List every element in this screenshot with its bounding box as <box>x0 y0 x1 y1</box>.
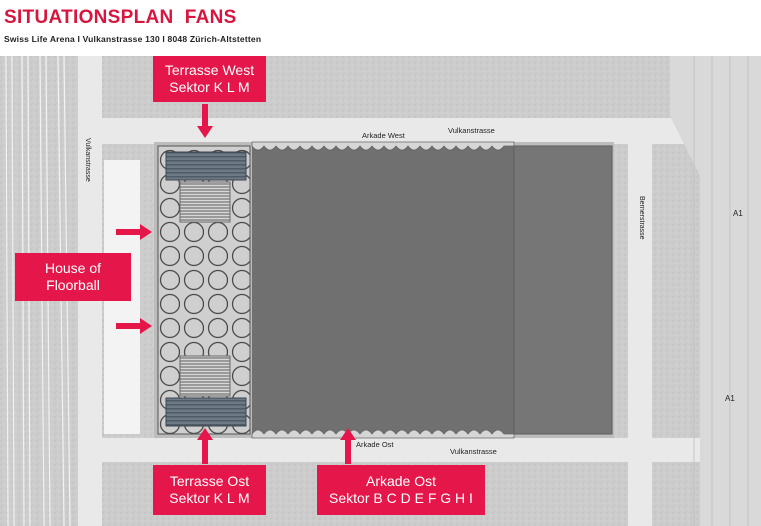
map-label-arkade-ost: Arkade Ost <box>356 440 394 449</box>
arrow-floorball-top <box>116 224 152 240</box>
road-label-a1-bottom: A1 <box>725 394 735 403</box>
callout-arkade-ost: Arkade Ost Sektor B C D E F G H I <box>317 465 485 515</box>
stair-pavilion-top <box>179 181 231 223</box>
stair-pavilion-bottom <box>179 355 231 397</box>
arrow-arkade-ost <box>340 428 356 464</box>
arrow-terrasse-west <box>197 104 213 138</box>
callout-house-of-floorball: House of Floorball <box>15 253 131 301</box>
callout-arkade-ost-line1: Arkade Ost <box>365 473 437 489</box>
street-label-bernerstrasse: Bernerstrasse <box>638 196 645 240</box>
arkade-west-edge <box>251 141 515 151</box>
callout-terrasse-west-line2: Sektor K L M <box>169 79 250 95</box>
arena-roof-east <box>513 145 613 435</box>
header: SITUATIONSPLAN FANS Swiss Life Arena I V… <box>0 0 761 56</box>
callout-terrasse-west: Terrasse West Sektor K L M <box>153 56 266 102</box>
street-label-vulkanstrasse-top: Vulkanstrasse <box>448 126 495 135</box>
seating-block-west-top <box>165 151 247 181</box>
callout-terrasse-ost-line1: Terrasse Ost <box>169 473 250 489</box>
callout-house-of-floorball-line1: House of <box>44 260 102 276</box>
road-label-a1-top: A1 <box>733 209 743 218</box>
callout-terrasse-west-line1: Terrasse West <box>164 62 255 78</box>
callout-arkade-ost-line2: Sektor B C D E F G H I <box>329 490 473 506</box>
street-label-vulkanstrasse-bottom: Vulkanstrasse <box>450 447 497 456</box>
road-edges <box>693 56 749 526</box>
street-label-vulkanstrasse-left: Vulkanstrasse <box>84 138 91 182</box>
callout-terrasse-ost-line2: Sektor K L M <box>169 490 250 506</box>
site-map: Vulkanstrasse Vulkanstrasse Vulkanstrass… <box>0 56 761 526</box>
arrow-floorball-bottom <box>116 318 152 334</box>
arrows <box>116 104 356 464</box>
arrow-terrasse-ost <box>197 428 213 464</box>
callout-house-of-floorball-line2: Floorball <box>46 277 100 293</box>
seating-block-west-bottom <box>165 397 247 427</box>
arena-roof <box>252 146 514 434</box>
map-label-arkade-west: Arkade West <box>362 131 406 140</box>
arkade-ost-edge <box>251 429 515 439</box>
callout-terrasse-ost: Terrasse Ost Sektor K L M <box>153 465 266 515</box>
page-title: SITUATIONSPLAN FANS <box>4 7 237 28</box>
page-subtitle: Swiss Life Arena I Vulkanstrasse 130 I 8… <box>4 34 262 44</box>
